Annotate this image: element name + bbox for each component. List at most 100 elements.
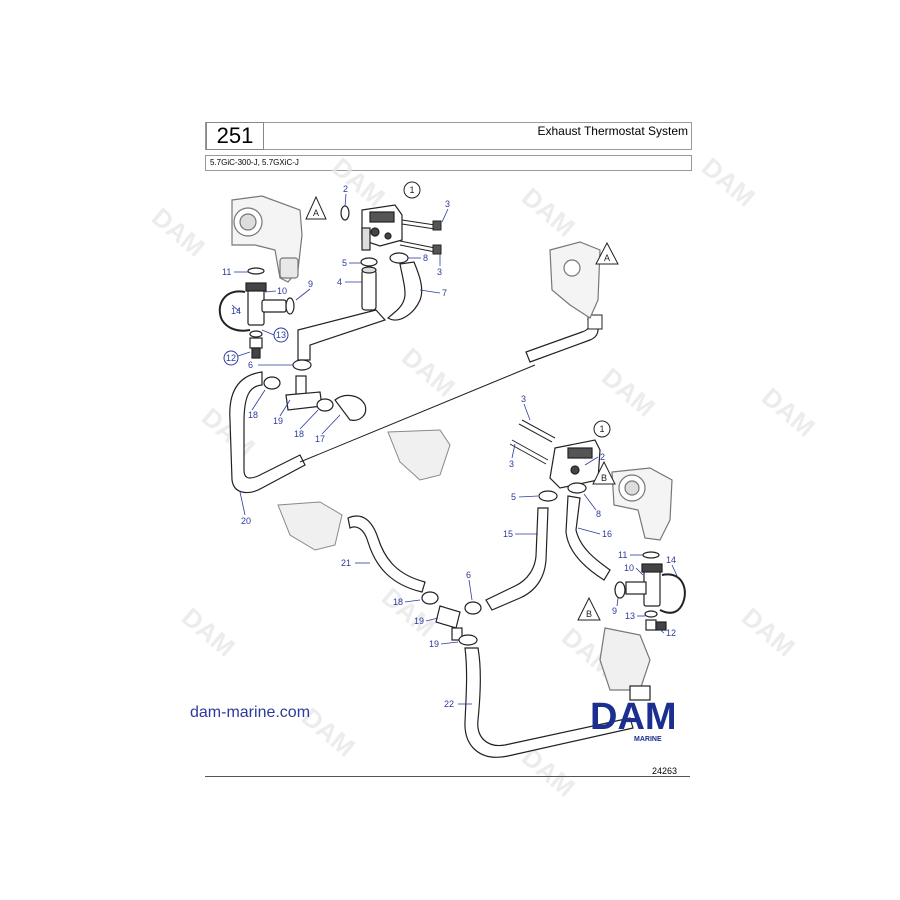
callout-11-lower: 11 [618, 550, 627, 560]
manifold-lower-right [599, 627, 651, 701]
gasket-upper [340, 205, 350, 221]
hose-4 [361, 266, 377, 311]
callout-18-upper-b: 18 [294, 429, 304, 439]
svg-text:DAM: DAM [376, 582, 441, 643]
drawing-number: 24263 [652, 766, 678, 776]
tee-fitting-right [614, 551, 663, 607]
fitting-group-left [263, 375, 334, 412]
callout-8-upper: 8 [423, 253, 428, 263]
reference-triangles [305, 195, 619, 621]
callout-16: 16 [602, 529, 612, 539]
callout-12-upper: 12 [226, 353, 236, 363]
callout-10-lower: 10 [624, 563, 634, 573]
leader-line-long [299, 364, 536, 463]
callout-1-upper: 1 [409, 185, 414, 195]
callout-5-lower: 5 [511, 492, 516, 502]
header-frame [205, 122, 692, 150]
callout-2-lower: 2 [600, 452, 605, 462]
callout-12-lower: 12 [666, 628, 676, 638]
ref-A-upper: A [313, 208, 319, 218]
ring-6-left [292, 359, 312, 371]
svg-text:DAM: DAM [176, 602, 241, 663]
svg-text:DAM: DAM [396, 342, 461, 403]
bottom-rule [205, 776, 690, 777]
callout-11-upper: 11 [222, 267, 231, 277]
svg-text:DAM: DAM [590, 696, 677, 738]
hose-21 [347, 515, 426, 593]
svg-text:DAM: DAM [326, 152, 391, 213]
callout-3-lower-a: 3 [521, 394, 526, 404]
callout-9-lower: 9 [612, 606, 617, 616]
models-frame [205, 155, 692, 171]
exhaust-elbow-left [231, 195, 303, 283]
callout-2-upper: 2 [343, 184, 348, 194]
callout-13-lower: 13 [625, 611, 635, 621]
exhaust-elbow-right [611, 467, 673, 541]
hose-14-right [659, 573, 686, 614]
page-title: Exhaust Thermostat System [537, 124, 688, 138]
callout-5-upper: 5 [342, 258, 347, 268]
ref-B-lower: B [586, 609, 592, 619]
callout-20: 20 [241, 516, 251, 526]
drain-plug-right [644, 610, 667, 631]
callout-13-upper: 13 [276, 330, 286, 340]
callout-17: 17 [315, 434, 325, 444]
callout-7: 7 [442, 288, 447, 298]
callout-1-lower: 1 [599, 424, 604, 434]
bolts-upper [399, 219, 442, 255]
hose-15 [485, 507, 549, 611]
manifold-upper-right [549, 241, 601, 319]
svg-text:DAM: DAM [146, 202, 211, 263]
callout-15: 15 [503, 529, 513, 539]
clamp-8 [389, 252, 409, 264]
website-link[interactable]: dam-marine.com [190, 704, 311, 721]
hose-7-connection [297, 309, 387, 361]
callout-21: 21 [341, 558, 351, 568]
page-number: 251 [206, 122, 264, 150]
leader-lines [231, 193, 679, 705]
drain-plug-left [249, 330, 263, 359]
callout-6-upper: 6 [248, 360, 253, 370]
hose-20 [229, 371, 306, 494]
hose-16 [565, 495, 611, 581]
manifold-center-ghost [387, 429, 451, 481]
callout-3-upper-b: 3 [437, 267, 442, 277]
clamp-5-lower [538, 490, 558, 502]
callout-22: 22 [444, 699, 454, 709]
callout-19-lower-b: 19 [429, 639, 439, 649]
svg-text:DAM: DAM [756, 382, 821, 443]
thermostat-housing-lower [549, 439, 601, 489]
bolts-lower [509, 419, 556, 465]
hose-17 [334, 394, 367, 421]
dam-marine-logo: DAM MARINE [590, 696, 677, 743]
ring-6-lower [464, 601, 482, 615]
callout-19-upper: 19 [273, 416, 283, 426]
svg-text:DAM: DAM [696, 152, 761, 213]
hose-upper-right-end [587, 314, 603, 330]
callout-9-upper: 9 [308, 279, 313, 289]
callout-3-upper-a: 3 [445, 199, 450, 209]
fitting-19-lower [435, 605, 478, 646]
clamp-8-lower [567, 482, 587, 494]
svg-text:DAM: DAM [736, 602, 801, 663]
thermostat-housing-upper [361, 204, 403, 251]
svg-text:MARINE: MARINE [634, 736, 662, 743]
tee-fitting-left [245, 267, 295, 326]
ref-A-right: A [604, 253, 610, 263]
callout-3-lower-b: 3 [509, 459, 514, 469]
svg-text:DAM: DAM [516, 182, 581, 243]
callout-6-lower: 6 [466, 570, 471, 580]
callout-8-lower: 8 [596, 509, 601, 519]
hose-upper-right [525, 319, 599, 363]
callout-4: 4 [337, 277, 342, 287]
callout-18-lower: 18 [393, 597, 403, 607]
callout-19-lower-a: 19 [414, 616, 424, 626]
callout-10-upper: 10 [277, 286, 287, 296]
clamp-18-lower [421, 591, 439, 605]
hose-7 [386, 261, 423, 321]
callout-14-upper: 14 [231, 306, 241, 316]
callout-14-lower: 14 [666, 555, 676, 565]
callout-18-upper-a: 18 [248, 410, 258, 420]
